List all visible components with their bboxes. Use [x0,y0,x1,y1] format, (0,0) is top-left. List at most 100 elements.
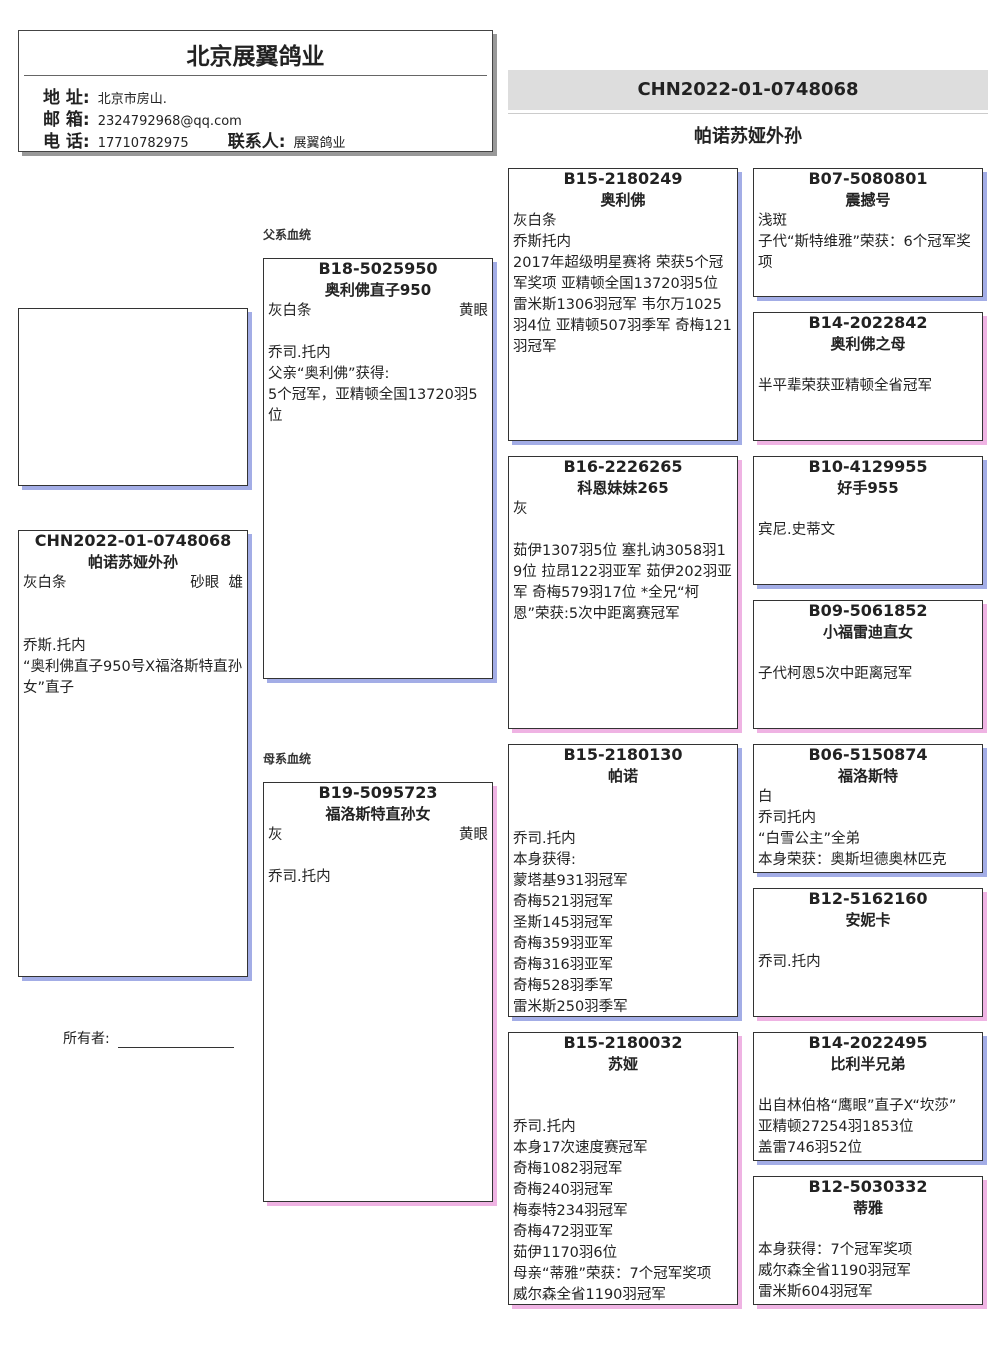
phone-label: 电 话: [43,132,90,152]
card-line: 圣斯145羽冠军 [513,915,614,931]
card-line: 本身17次速度赛冠军 [513,1140,648,1156]
card-line: 出自林伯格“鹰眼”直子X“坎莎” [758,1098,957,1114]
pigeon-name-title: 帕诺苏娅外孙 [694,126,802,147]
card-line [758,643,978,664]
card-line: 子代“斯特维雅”荣获：6个冠军奖项 [758,234,971,271]
pigeon-name: 科恩妹妹265 [577,479,669,497]
email-row: 邮 箱: 2324792968@qq.com [43,105,242,130]
card-line [23,615,243,636]
card-line: 乔司.托内 [513,831,576,847]
plumage-color: 灰白条 [23,575,67,591]
card-line: 乔斯托内 [513,234,571,250]
divider [508,113,988,114]
ring-title-bar: CHN2022-01-0748068 [508,70,988,110]
ring-number: B14-2022842 [808,313,928,332]
pigeon-name: 福洛斯特直孙女 [325,805,431,823]
plumage-color: 灰白条 [268,303,312,319]
breeder-header: 北京展翼鸽业 地 址:北京市房山. 邮 箱:2324792968@qq.com … [18,30,493,152]
contact-value: 展翼鸽业 [293,136,346,151]
card-line: 盖雷746羽52位 [758,1140,863,1156]
card-line [268,322,488,343]
dam-line-label: 母系血统 [263,752,312,766]
ring-number: CHN2022-01-0748068 [34,531,232,550]
phone-value: 17710782975 [97,136,189,151]
ring-number: B16-2226265 [563,457,683,476]
pigeon-name: 福洛斯特 [837,767,898,785]
pedigree-card-sss: B07-5080801 震撼号浅斑子代“斯特维雅”荣获：6个冠军奖项 [753,168,983,297]
ring-number: B18-5025950 [318,259,438,278]
card-line: 乔司.托内 [268,345,331,361]
card-line: 乔司.托内 [513,1119,576,1135]
ring-number: B12-5162160 [808,889,928,908]
color-eye-row: 灰白条 黄眼 [268,301,488,322]
pigeon-name: 苏娅 [607,1055,638,1073]
phone-row: 电 话: 17710782975 联系人: 展翼鸽业 [43,127,346,152]
card-line: 奇梅528羽季军 [513,978,614,994]
breeder-title: 北京展翼鸽业 [186,44,325,70]
ring-number: B07-5080801 [808,169,928,188]
card-line: 父亲“奥利佛”获得: [268,366,390,382]
ring-number: B10-4129955 [808,457,928,476]
card-line: 梅泰特234羽冠军 [513,1203,628,1219]
address-row: 地 址: 北京市房山. [43,83,167,108]
color-eye-row: 灰 黄眼 [268,825,488,846]
plumage-color: 灰 [268,827,283,843]
card-line: 浅斑 [758,213,787,229]
card-line: 灰白条 [513,213,557,229]
pigeon-name: 奥利佛 [600,191,646,209]
address-value: 北京市房山. [97,92,167,107]
pigeon-name: 帕诺苏娅外孙 [87,553,178,571]
owner-field: 所有者: [63,1028,234,1048]
card-line [513,808,733,829]
sire-line-label: 父系血统 [263,228,312,242]
card-line: 亚精顿27254羽1853位 [758,1119,914,1135]
eye-sex: 黄眼 [459,827,488,843]
card-line [513,1075,733,1096]
ring-number: B14-2022495 [808,1033,928,1052]
card-line: 奇梅472羽亚军 [513,1224,614,1240]
card-line: 乔司.托内 [268,869,331,885]
email-label: 邮 箱: [43,110,90,130]
ring-number: B06-5150874 [808,745,928,764]
card-line [758,355,978,376]
pigeon-name: 比利半兄弟 [830,1055,906,1073]
card-line [513,520,733,541]
owner-blank [117,1032,234,1048]
pigeon-name: 震撼号 [845,191,891,209]
contact-label: 联系人: [227,132,286,152]
divider [24,75,487,76]
card-line [758,1219,978,1240]
ring-number: B12-5030332 [808,1177,928,1196]
pedigree-card-ssd: B14-2022842 奥利佛之母半平辈荣获亚精顿全省冠军 [753,312,983,441]
pigeon-name: 奥利佛之母 [830,335,906,353]
card-line: 乔司.托内 [758,954,821,970]
pigeon-name: 好手955 [837,479,899,497]
eye-sex: 砂眼 雄 [190,575,243,591]
card-line: 威尔森全省1190羽冠军 [513,1287,666,1303]
ring-number: B15-2180032 [563,1033,683,1052]
card-line: 宾尼.史蒂文 [758,522,836,538]
card-line: 茹伊1170羽6位 [513,1245,618,1261]
card-line: 灰 [513,501,528,517]
photo-box [18,308,248,486]
card-line [513,1096,733,1117]
address-label: 地 址: [43,88,90,108]
color-eye-row: 灰白条 砂眼 雄 [23,573,243,594]
ring-number: B15-2180130 [563,745,683,764]
card-line: 2017年超级明星赛将 荣获5个冠军奖项 亚精顿全国13720羽5位 雷米斯13… [513,255,732,355]
card-line: 半平辈荣获亚精顿全省冠军 [758,378,932,394]
card-line: 雷米斯604羽冠军 [758,1284,873,1300]
email-value: 2324792968@qq.com [97,114,242,129]
eye-sex: 黄眼 [459,303,488,319]
card-line: 乔司托内 [758,810,816,826]
